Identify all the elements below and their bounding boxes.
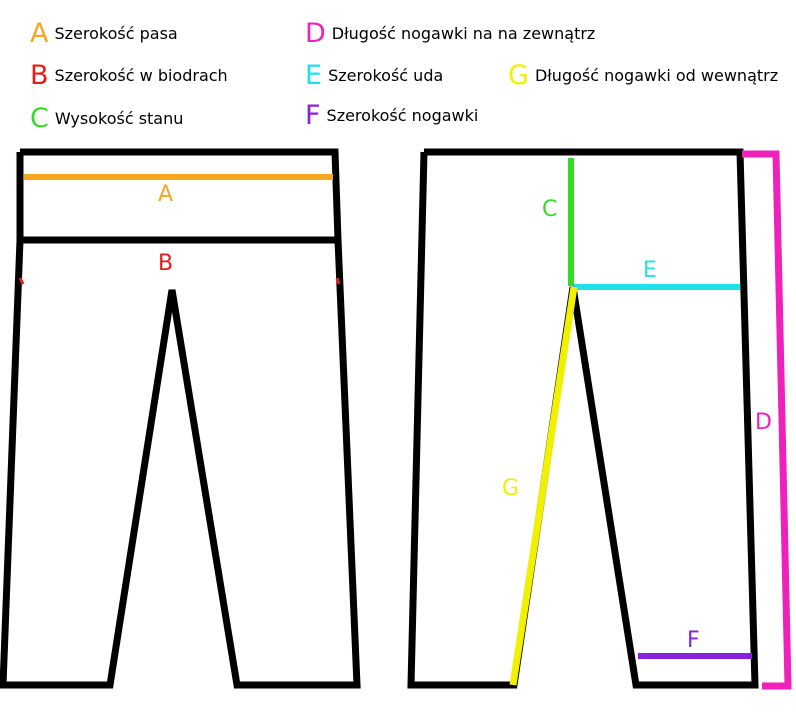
legend-letter-e: E [305,60,323,91]
legend-text-d: Długość nogawki na na zewnątrz [331,24,596,43]
legend-letter-c: C [30,103,49,134]
legend-item-a: A Szerokość pasa [30,20,178,47]
legend-item-g: G Długość nogawki od wewnątrz [508,62,778,89]
legend-text-a: Szerokość pasa [54,24,178,43]
diagram-label-a: A [158,182,173,207]
right-pants-outline [407,148,759,689]
diagram-label-f: F [687,628,700,653]
legend-text-b: Szerokość w biodrach [54,66,228,85]
legend-letter-f: F [305,100,321,131]
diagram-label-g: G [502,476,519,501]
measure-line-d [742,150,792,690]
legend-letter-d: D [305,18,326,49]
legend-item-f: F Szerokość nogawki [305,102,478,129]
left-pants-outline [0,148,361,689]
diagram-label-c: C [542,197,557,222]
measurement-legend: A Szerokość pasa B Szerokość w biodrach … [0,0,796,140]
diagram-label-e: E [643,258,657,283]
left-pants [0,148,361,689]
legend-item-e: E Szerokość uda [305,62,443,89]
legend-text-c: Wysokość stanu [54,109,184,128]
legend-letter-b: B [30,60,49,91]
legend-text-g: Długość nogawki od wewnątrz [534,66,779,85]
legend-item-c: C Wysokość stanu [30,105,183,132]
legend-item-d: D Długość nogawki na na zewnątrz [305,20,595,47]
legend-item-b: B Szerokość w biodrach [30,62,228,89]
diagram-label-d: D [755,410,772,435]
legend-letter-g: G [508,60,529,91]
right-pants [407,148,759,689]
legend-letter-a: A [30,18,49,49]
legend-text-f: Szerokość nogawki [326,106,479,125]
hip-tick-right [335,277,341,285]
legend-text-e: Szerokość uda [328,66,444,85]
diagram-label-b: B [158,251,173,276]
measure-line-g [509,286,578,686]
hip-tick-left [18,277,25,285]
